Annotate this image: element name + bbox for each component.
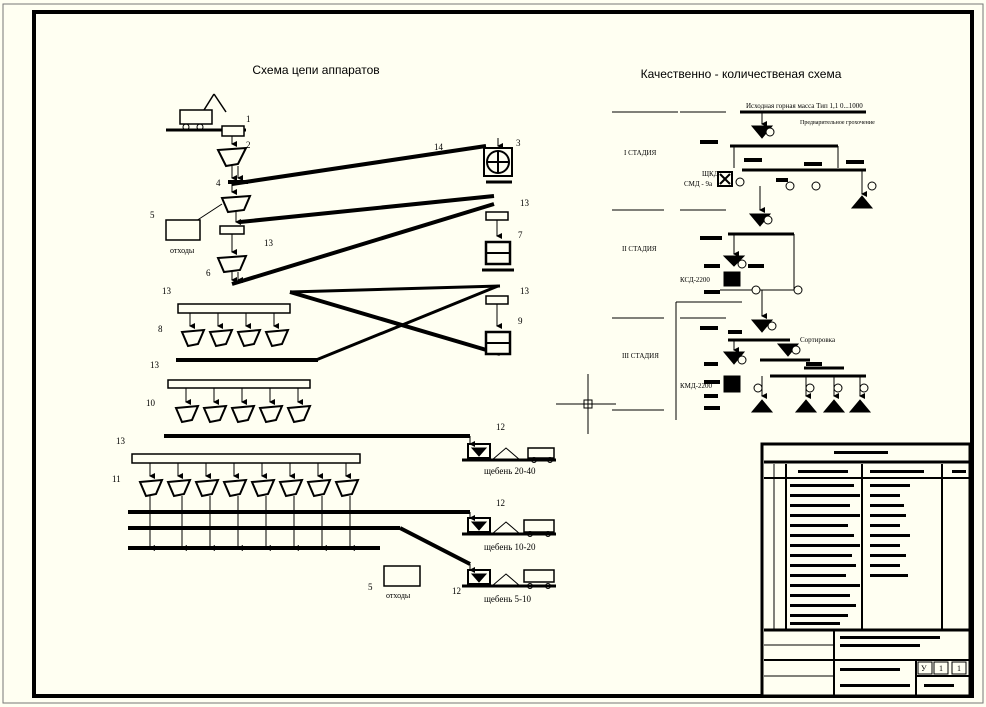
crusher-shkd-label: ЩКД	[702, 170, 719, 178]
stockpile-truck-2	[462, 517, 556, 537]
callout-13c: 13	[162, 286, 172, 296]
screens-row-8	[180, 313, 290, 348]
conveyor-14	[231, 144, 487, 186]
cone-crusher-3-icon	[483, 147, 513, 184]
conveyor-cross-c	[315, 284, 499, 362]
screen-6-icon	[216, 254, 248, 274]
callout-12c: 12	[452, 586, 461, 596]
conveyor-to-crusher-7	[231, 202, 495, 286]
callout-labels: 1 2 14 3 4 5 13 13 7 6 13 13 8 9 13 10 1…	[112, 114, 530, 596]
callout-5b: 5	[368, 582, 373, 592]
crusher-kmd-label: КМД-2200	[680, 382, 712, 390]
source-label: Исходная горная масса Тип 1,1 0...1000	[746, 102, 863, 110]
feeder-13-b	[485, 211, 509, 221]
title-block-rows	[790, 484, 910, 625]
cone-crusher-kmd-icon	[723, 375, 741, 393]
callout-4: 4	[216, 178, 221, 188]
cone-crusher-ksd-icon	[723, 271, 741, 287]
title-block-sheet: 1	[939, 664, 943, 673]
screens-row-11	[138, 463, 360, 551]
waste-box-5	[165, 219, 201, 241]
callout-12b: 12	[496, 498, 505, 508]
equipment-chain-diagram	[128, 93, 556, 589]
product-label-20-40: щебень 20-40	[484, 466, 536, 476]
waste-label-bottom: отходы	[386, 591, 411, 600]
crusher-ksd-label: КСД-2200	[680, 276, 710, 284]
cone-crusher-7-icon	[482, 240, 514, 272]
cone-crusher-9-icon	[484, 330, 512, 356]
drawing-frame	[2, 3, 984, 704]
callout-8: 8	[158, 324, 163, 334]
callout-6: 6	[206, 268, 211, 278]
stage-1-product-icon	[850, 195, 874, 209]
feeder-hopper-1	[221, 125, 245, 147]
sorting-label: Сортировка	[800, 336, 836, 344]
title-block	[760, 442, 972, 698]
conveyor-cross-a	[289, 290, 501, 356]
callout-7: 7	[518, 230, 523, 240]
left-diagram-title: Схема цепи аппаратов	[252, 63, 379, 77]
stage-1-label: I СТАДИЯ	[624, 149, 657, 157]
feeder-13-a	[219, 225, 245, 235]
callout-12a: 12	[496, 422, 505, 432]
ucs-crosshair-icon	[556, 374, 616, 434]
callout-9: 9	[518, 316, 523, 326]
distribution-feeder-row-1	[177, 303, 291, 314]
callout-11: 11	[112, 474, 121, 484]
conveyor-return-1	[239, 194, 495, 224]
prescreen-label: Предварительное грохочение	[800, 120, 875, 126]
callout-13d: 13	[520, 286, 530, 296]
callout-3: 3	[516, 138, 521, 148]
jaw-crusher-2-icon	[216, 146, 248, 168]
screen-4-icon	[220, 194, 252, 214]
callout-1: 1	[246, 114, 251, 124]
feeder-13-c	[485, 295, 509, 305]
conveyor-row-3b-slope	[399, 526, 471, 566]
screens-row-10	[174, 388, 312, 424]
product-label-5-10: щебень 5-10	[484, 594, 532, 604]
stage-3-label: III СТАДИЯ	[622, 352, 659, 360]
callout-5: 5	[150, 210, 155, 220]
crusher-smd-label: СМД - 9а	[684, 180, 713, 188]
callout-10: 10	[146, 398, 156, 408]
right-diagram-title: Качественно - количественая схема	[641, 67, 842, 81]
excavator-icon	[166, 93, 246, 132]
waste-label: отходы	[170, 246, 195, 255]
distribution-feeder-row-3	[131, 453, 361, 464]
conveyor-cross-b	[289, 284, 501, 294]
callout-13f: 13	[116, 436, 126, 446]
callout-14: 14	[434, 142, 444, 152]
callout-13e: 13	[150, 360, 160, 370]
waste-box-5-bottom	[383, 565, 421, 587]
stage-2-label: II СТАДИЯ	[622, 245, 657, 253]
callout-13a: 13	[264, 238, 274, 248]
stockpile-truck-3	[462, 569, 556, 589]
stockpile-truck-1	[462, 443, 556, 463]
final-product-icons	[750, 376, 872, 413]
flow-scheme-labels: Исходная горная масса Тип 1,1 0...1000 П…	[622, 102, 875, 390]
title-block-sheets: 1	[957, 664, 961, 673]
callout-2: 2	[246, 140, 251, 150]
distribution-feeder-row-2	[167, 379, 311, 389]
flow-scheme-diagram	[556, 110, 877, 434]
callout-13b: 13	[520, 198, 530, 208]
title-block-letter: У	[921, 664, 927, 673]
flow-value-marks	[700, 140, 864, 410]
product-label-10-20: щебень 10-20	[484, 542, 536, 552]
